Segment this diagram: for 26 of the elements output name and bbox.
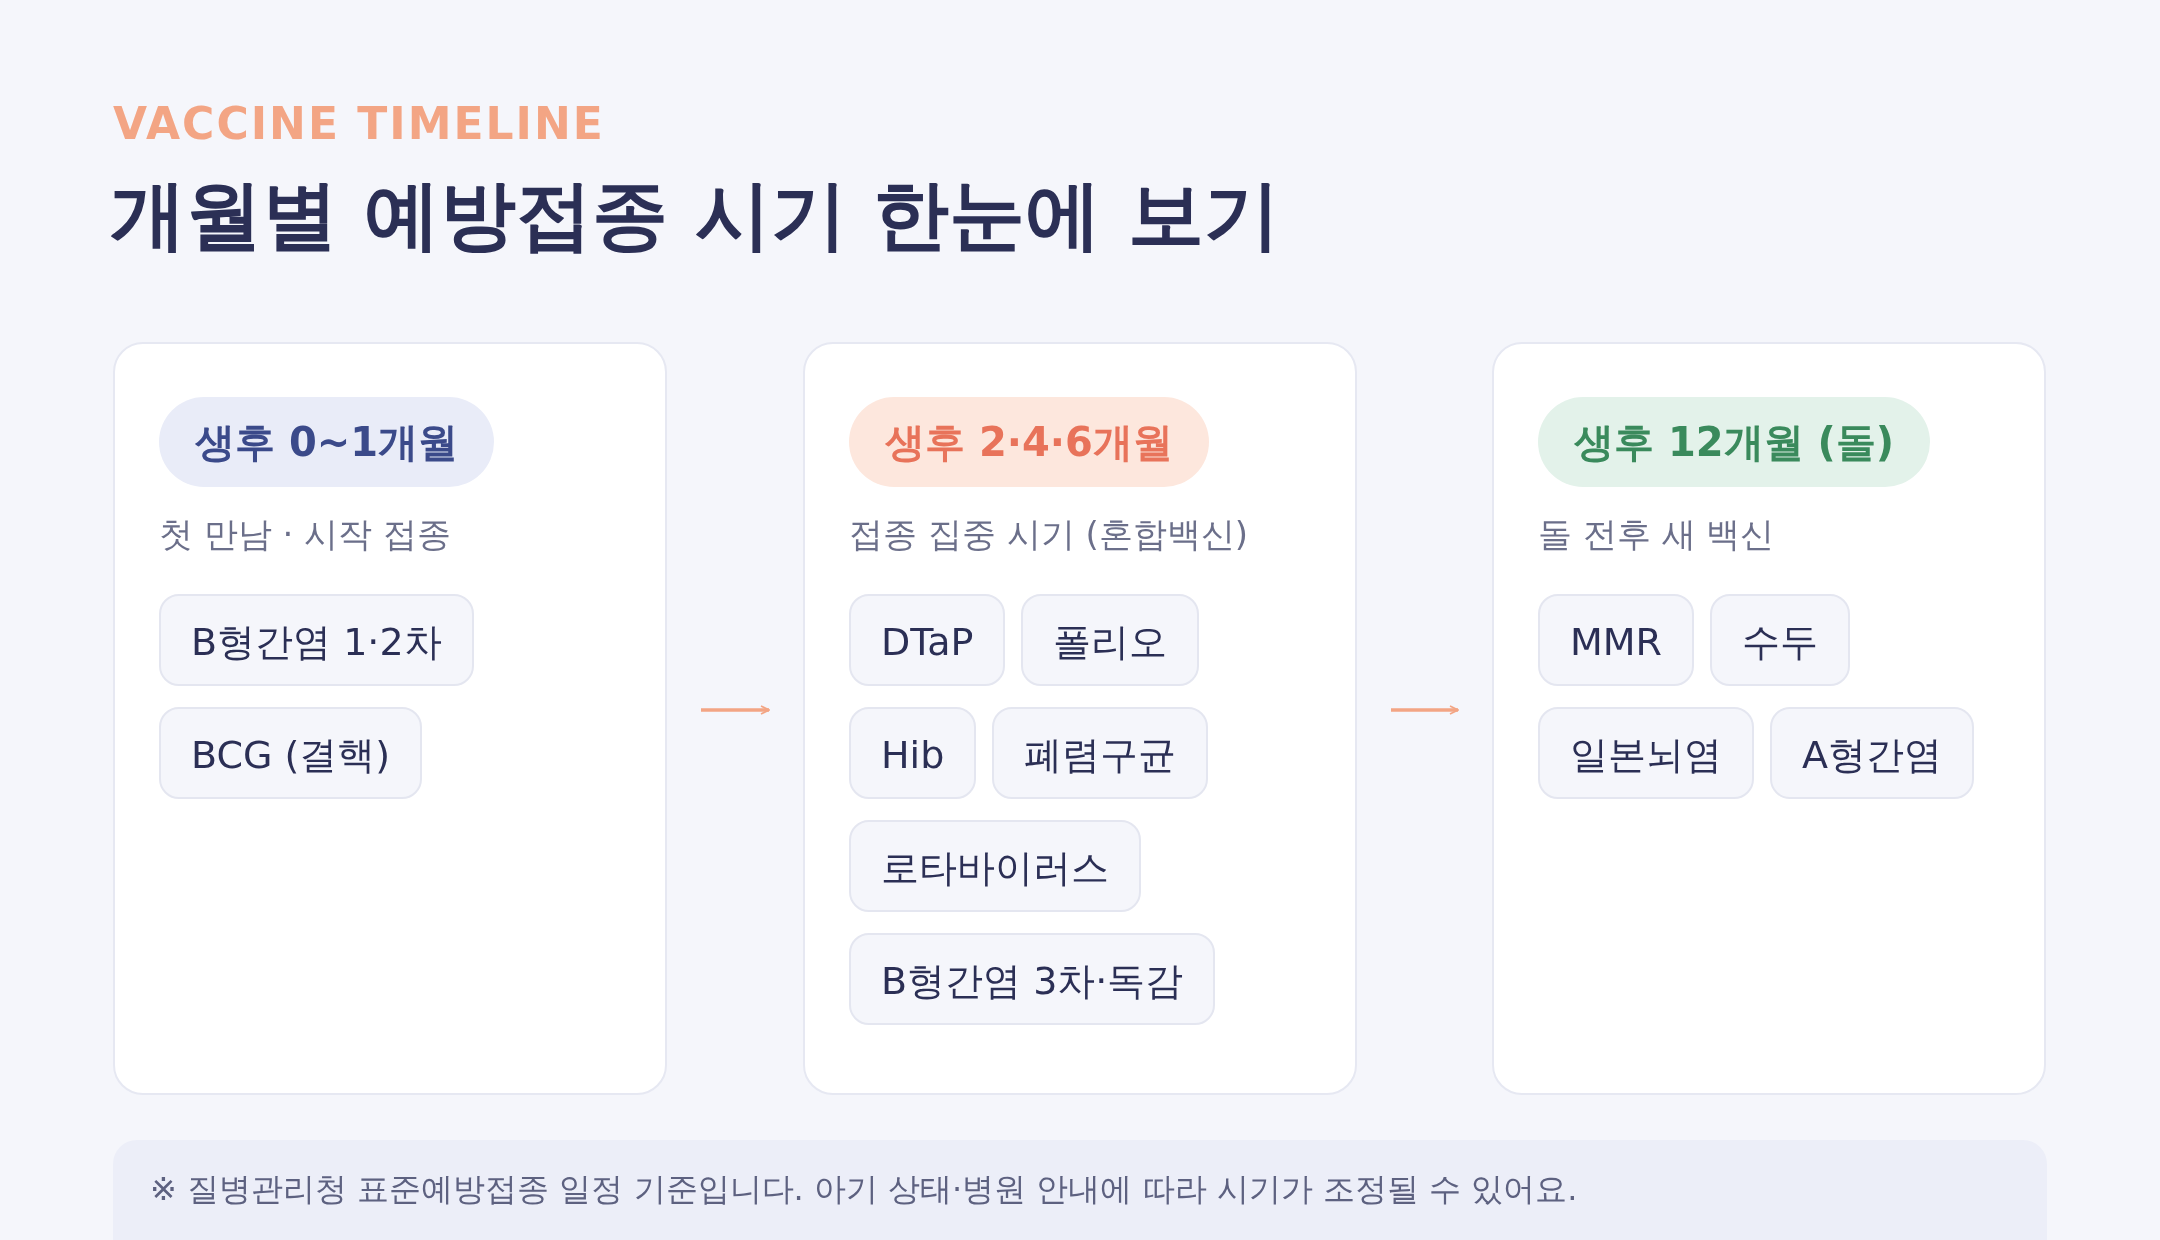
vaccine-tag: Hib: [849, 707, 977, 799]
vaccine-tag: A형간염: [1770, 707, 1974, 799]
stage-subtitle: 접종 집중 시기 (혼합백신): [849, 513, 1248, 556]
vaccine-tag: B형간염 3차·독감: [849, 933, 1216, 1025]
arrow: [701, 705, 770, 715]
vaccine-tag: B형간염 1·2차: [159, 594, 474, 686]
vaccine-tag: 폐렴구균: [992, 707, 1209, 799]
kicker-text: VACCINE TIMELINE: [113, 98, 605, 149]
vaccine-tag: 로타바이러스: [849, 820, 1141, 912]
stage-subtitle: 첫 만남 · 시작 접종: [159, 513, 452, 556]
vaccine-tag: BCG (결핵): [159, 707, 423, 799]
age-badge: 생후 12개월 (돌): [1538, 397, 1931, 487]
stage-card: [1492, 342, 2046, 1095]
vaccine-tag: DTaP: [849, 594, 1006, 686]
vaccine-tag: 폴리오: [1021, 594, 1200, 686]
age-badge: 생후 2·4·6개월: [849, 397, 1209, 487]
arrow: [1391, 705, 1459, 715]
vaccine-tag: 일본뇌염: [1538, 707, 1754, 799]
title: 개월별 예방접종 시기 한눈에 보기: [110, 169, 1280, 261]
age-badge: 생후 0~1개월: [159, 397, 495, 487]
footnote: ※ 질병관리청 표준예방접종 일정 기준입니다. 아기 상태·병원 안내에 따라 시기가 조정될 수 있어요.: [150, 1169, 1578, 1210]
stage-card: [113, 342, 667, 1095]
vaccine-tag: MMR: [1538, 594, 1694, 686]
stage-card: [803, 342, 1357, 1095]
vaccine-tag: 수두: [1710, 594, 1850, 686]
stage-subtitle: 돌 전후 새 백신: [1538, 513, 1775, 556]
